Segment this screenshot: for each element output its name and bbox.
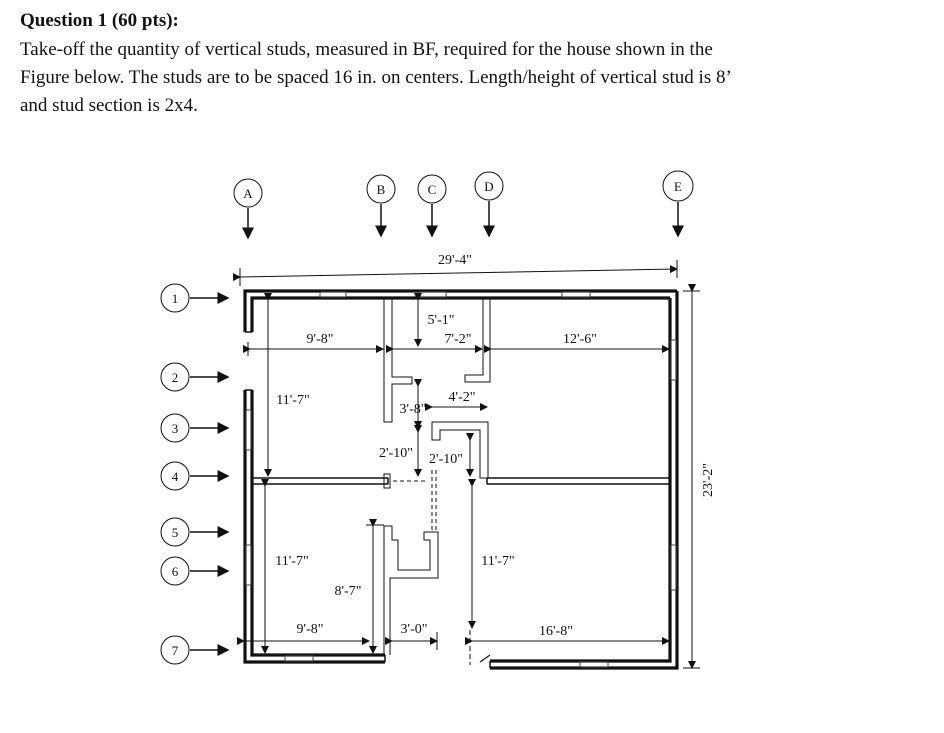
column-grid-c: C xyxy=(417,174,447,238)
dim-center-width: 7'-2" xyxy=(445,332,472,347)
dimension-lines: 29'-4" 23'-2" 9'-8" 7'-2" 12'-6" 5'-1" 1… xyxy=(232,253,716,669)
dim-door-width: 3'-0" xyxy=(401,622,428,637)
question-line-2: Figure below. The studs are to be spaced… xyxy=(20,67,732,88)
row-label-2: 2 xyxy=(172,370,179,385)
question-line-3: and stud section is 2x4. xyxy=(20,95,198,116)
row-grid-1: 1 xyxy=(160,283,230,313)
column-grid-a: A xyxy=(233,178,263,240)
column-label-a: A xyxy=(243,186,253,201)
dim-bottom-left-depth: 11'-7" xyxy=(275,554,308,569)
row-grid-3: 3 xyxy=(160,413,230,443)
dim-overall-width: 29'-4" xyxy=(438,253,472,268)
column-label-c: C xyxy=(428,182,437,197)
column-label-b: B xyxy=(377,182,386,197)
interior-walls xyxy=(252,298,670,665)
windows xyxy=(245,291,677,668)
column-label-d: D xyxy=(484,179,493,194)
column-grid-e: E xyxy=(662,170,694,238)
row-label-3: 3 xyxy=(172,421,179,436)
question-block: Question 1 (60 pts): Take-off the quanti… xyxy=(20,8,920,120)
dim-top-left-depth: 11'-7" xyxy=(276,393,309,408)
dim-hall-left: 2'-10" xyxy=(379,446,413,461)
column-label-e: E xyxy=(674,179,682,194)
row-grid-7: 7 xyxy=(160,635,230,665)
dim-top-left-width: 9'-8" xyxy=(307,332,334,347)
row-grid-4: 4 xyxy=(160,461,230,491)
dim-closet-depth: 3'-8" xyxy=(400,402,427,417)
question-body: Take-off the quantity of vertical studs,… xyxy=(20,36,920,120)
question-title: Question 1 (60 pts): xyxy=(20,10,179,31)
dim-bottom-right-width: 16'-8" xyxy=(539,624,573,639)
dim-bath-depth: 8'-7" xyxy=(335,584,362,599)
column-grid-b: B xyxy=(366,174,396,238)
row-grid-6: 6 xyxy=(160,556,230,586)
dim-hall-right: 2'-10" xyxy=(429,452,463,467)
dim-overall-depth: 23'-2" xyxy=(701,463,716,497)
dim-bottom-left-width: 9'-8" xyxy=(297,622,324,637)
column-grid-d: D xyxy=(474,171,504,238)
dim-bottom-right-depth: 11'-7" xyxy=(481,554,514,569)
row-label-6: 6 xyxy=(172,564,179,579)
dim-top-right-width: 12'-6" xyxy=(563,332,597,347)
question-line-1: Take-off the quantity of vertical studs,… xyxy=(20,39,713,60)
exterior-walls xyxy=(243,289,679,670)
row-label-7: 7 xyxy=(172,643,179,658)
row-grid-2: 2 xyxy=(160,362,230,392)
row-grid-5: 5 xyxy=(160,517,230,547)
row-label-1: 1 xyxy=(172,291,179,306)
row-label-4: 4 xyxy=(172,469,179,484)
row-label-5: 5 xyxy=(172,525,179,540)
dim-closet-width: 4'-2" xyxy=(449,390,476,405)
dim-center-depth: 5'-1" xyxy=(428,313,455,328)
